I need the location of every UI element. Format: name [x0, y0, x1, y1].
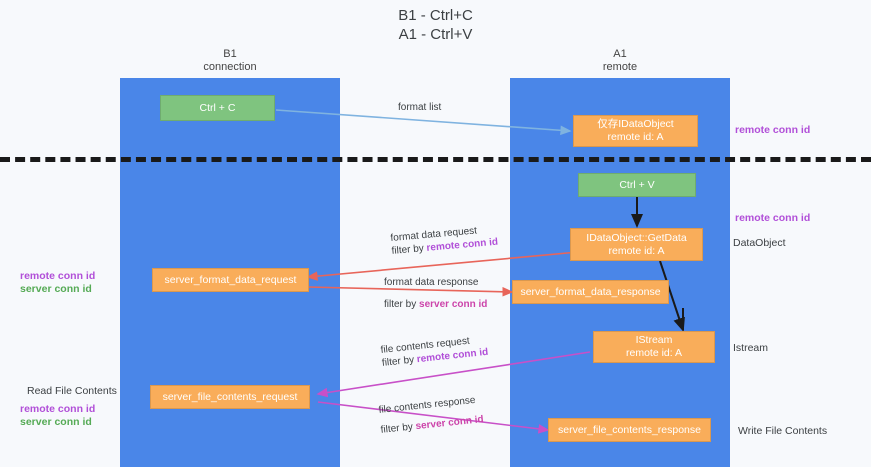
note-left-remote-conn-id-1: remote conn id [20, 270, 96, 282]
note-left-server-conn-id-2: server conn id [20, 416, 92, 428]
filter-prefix: filter by [391, 242, 428, 257]
filter-prefix: filter by [384, 299, 420, 310]
box-idataobject-remote-id: remote id: A [607, 131, 664, 143]
box-server-file-contents-request-label: server_file_contents_request [162, 390, 298, 403]
note-right-dataobject: DataObject [733, 237, 786, 249]
box-server-format-data-request[interactable]: server_format_data_request [152, 268, 309, 292]
box-server-file-contents-response-label: server_file_contents_response [557, 423, 701, 436]
box-ctrl-v[interactable]: Ctrl + V [578, 173, 696, 197]
note-left-read-file-contents: Read File Contents [27, 385, 117, 397]
box-idataobject[interactable]: 仅存IDataObject remote id: A [573, 115, 698, 147]
note-right-istream: Istream [733, 342, 769, 354]
filter-prefix: filter by [380, 421, 417, 436]
lane-header-b1-name: B1 [223, 48, 237, 60]
box-server-file-contents-response[interactable]: server_file_contents_response [548, 418, 711, 442]
box-istream[interactable]: IStream remote id: A [593, 331, 715, 363]
box-istream-title: IStream [635, 334, 673, 346]
box-server-format-data-request-label: server_format_data_request [164, 273, 297, 286]
label-format-data-request: format data request filter by remote con… [390, 223, 499, 258]
note-left-server-conn-id-1: server conn id [20, 283, 92, 295]
note-right-mid-remote-conn-id: remote conn id [735, 212, 811, 224]
box-server-file-contents-request[interactable]: server_file_contents_request [150, 385, 310, 409]
label-format-data-response-filter: filter by server conn id [384, 298, 487, 311]
lane-header-a1-sub: remote [602, 61, 638, 73]
box-idataobject-getdata[interactable]: IDataObject::GetData remote id: A [570, 228, 703, 261]
label-file-contents-response-filter: filter by server conn id [380, 413, 484, 437]
filter-prefix: filter by [381, 354, 418, 369]
lane-header-b1: B1 connection [120, 48, 340, 74]
label-format-data-response: format data response filter by server co… [384, 276, 487, 311]
box-getdata-title: IDataObject::GetData [586, 231, 687, 244]
note-right-top-remote-conn-id: remote conn id [735, 124, 811, 136]
box-ctrl-c[interactable]: Ctrl + C [160, 95, 275, 121]
lane-header-b1-sub: connection [203, 61, 257, 73]
box-server-format-data-response[interactable]: server_format_data_response [512, 280, 669, 304]
note-right-write-file-contents: Write File Contents [738, 425, 828, 437]
filter-key-server-conn-id: server conn id [419, 299, 488, 310]
label-format-data-response-line1: format data response [384, 277, 479, 288]
title-line-1: B1 - Ctrl+C [398, 7, 473, 24]
phase-divider [0, 157, 871, 162]
title-line-2: A1 - Ctrl+V [398, 26, 473, 43]
label-format-list: format list [398, 102, 442, 113]
lane-header-a1-name: A1 [613, 48, 627, 60]
label-file-contents-response-line1: file contents response [378, 394, 477, 416]
label-file-contents-response: file contents response filter by server … [378, 393, 484, 437]
box-getdata-remote-id: remote id: A [608, 244, 665, 257]
note-left-remote-conn-id-2: remote conn id [20, 403, 96, 415]
box-ctrl-v-label: Ctrl + V [619, 178, 655, 191]
page-title: B1 - Ctrl+C A1 - Ctrl+V [0, 6, 871, 44]
label-file-contents-request: file contents request filter by remote c… [380, 333, 489, 370]
box-idataobject-title: 仅存IDataObject [597, 118, 674, 130]
box-server-format-data-response-label: server_format_data_response [520, 285, 661, 298]
box-ctrl-c-label: Ctrl + C [199, 101, 236, 114]
filter-key-server-conn-id: server conn id [415, 414, 485, 433]
lane-header-a1: A1 remote [510, 48, 730, 74]
box-istream-remote-id: remote id: A [625, 347, 683, 359]
